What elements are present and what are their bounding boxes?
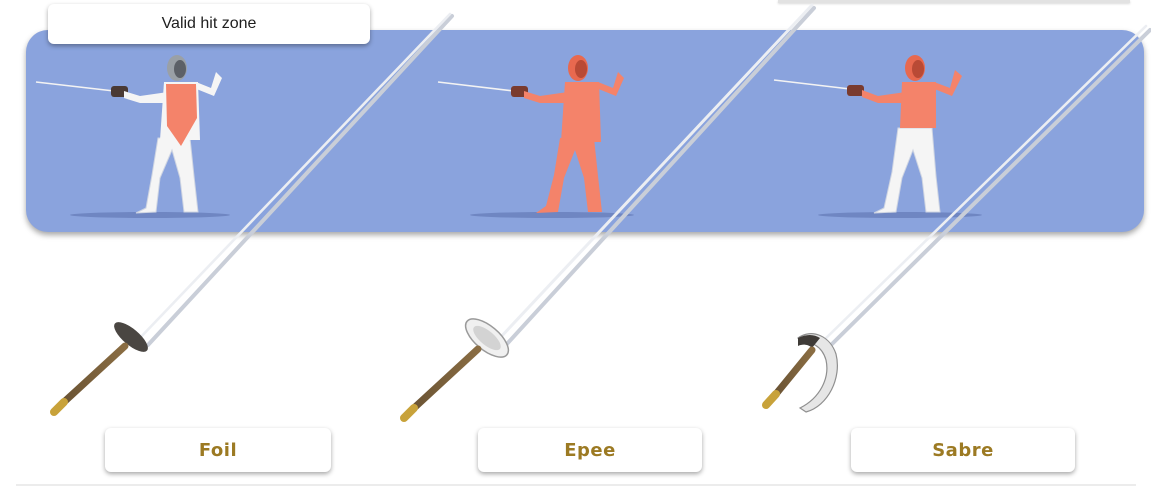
- epee-pommel: [404, 408, 414, 418]
- legend-valid-hit-zone: Valid hit zone: [48, 4, 370, 44]
- foil-grip: [64, 346, 125, 402]
- sabre-pommel: [766, 394, 776, 405]
- sabre-button-label: Sabre: [932, 440, 994, 461]
- epee-guard-inner: [469, 322, 504, 355]
- legend-label: Valid hit zone: [162, 15, 257, 33]
- bottom-edge-divider: [16, 484, 1136, 486]
- foil-guard: [110, 317, 152, 356]
- sabre-guard-dark: [798, 335, 820, 348]
- foil-pommel: [54, 402, 64, 412]
- epee-button[interactable]: Epee: [478, 428, 702, 472]
- epee-grip: [414, 349, 478, 408]
- sabre-grip: [776, 350, 812, 394]
- foil-button-label: Foil: [199, 440, 237, 461]
- foil-button[interactable]: Foil: [105, 428, 331, 472]
- fencers-panel: [26, 30, 1144, 232]
- sabre-button[interactable]: Sabre: [851, 428, 1075, 472]
- sabre-guard: [798, 334, 837, 412]
- epee-guard: [459, 312, 514, 364]
- epee-button-label: Epee: [564, 440, 616, 461]
- top-edge-divider: [778, 0, 1130, 3]
